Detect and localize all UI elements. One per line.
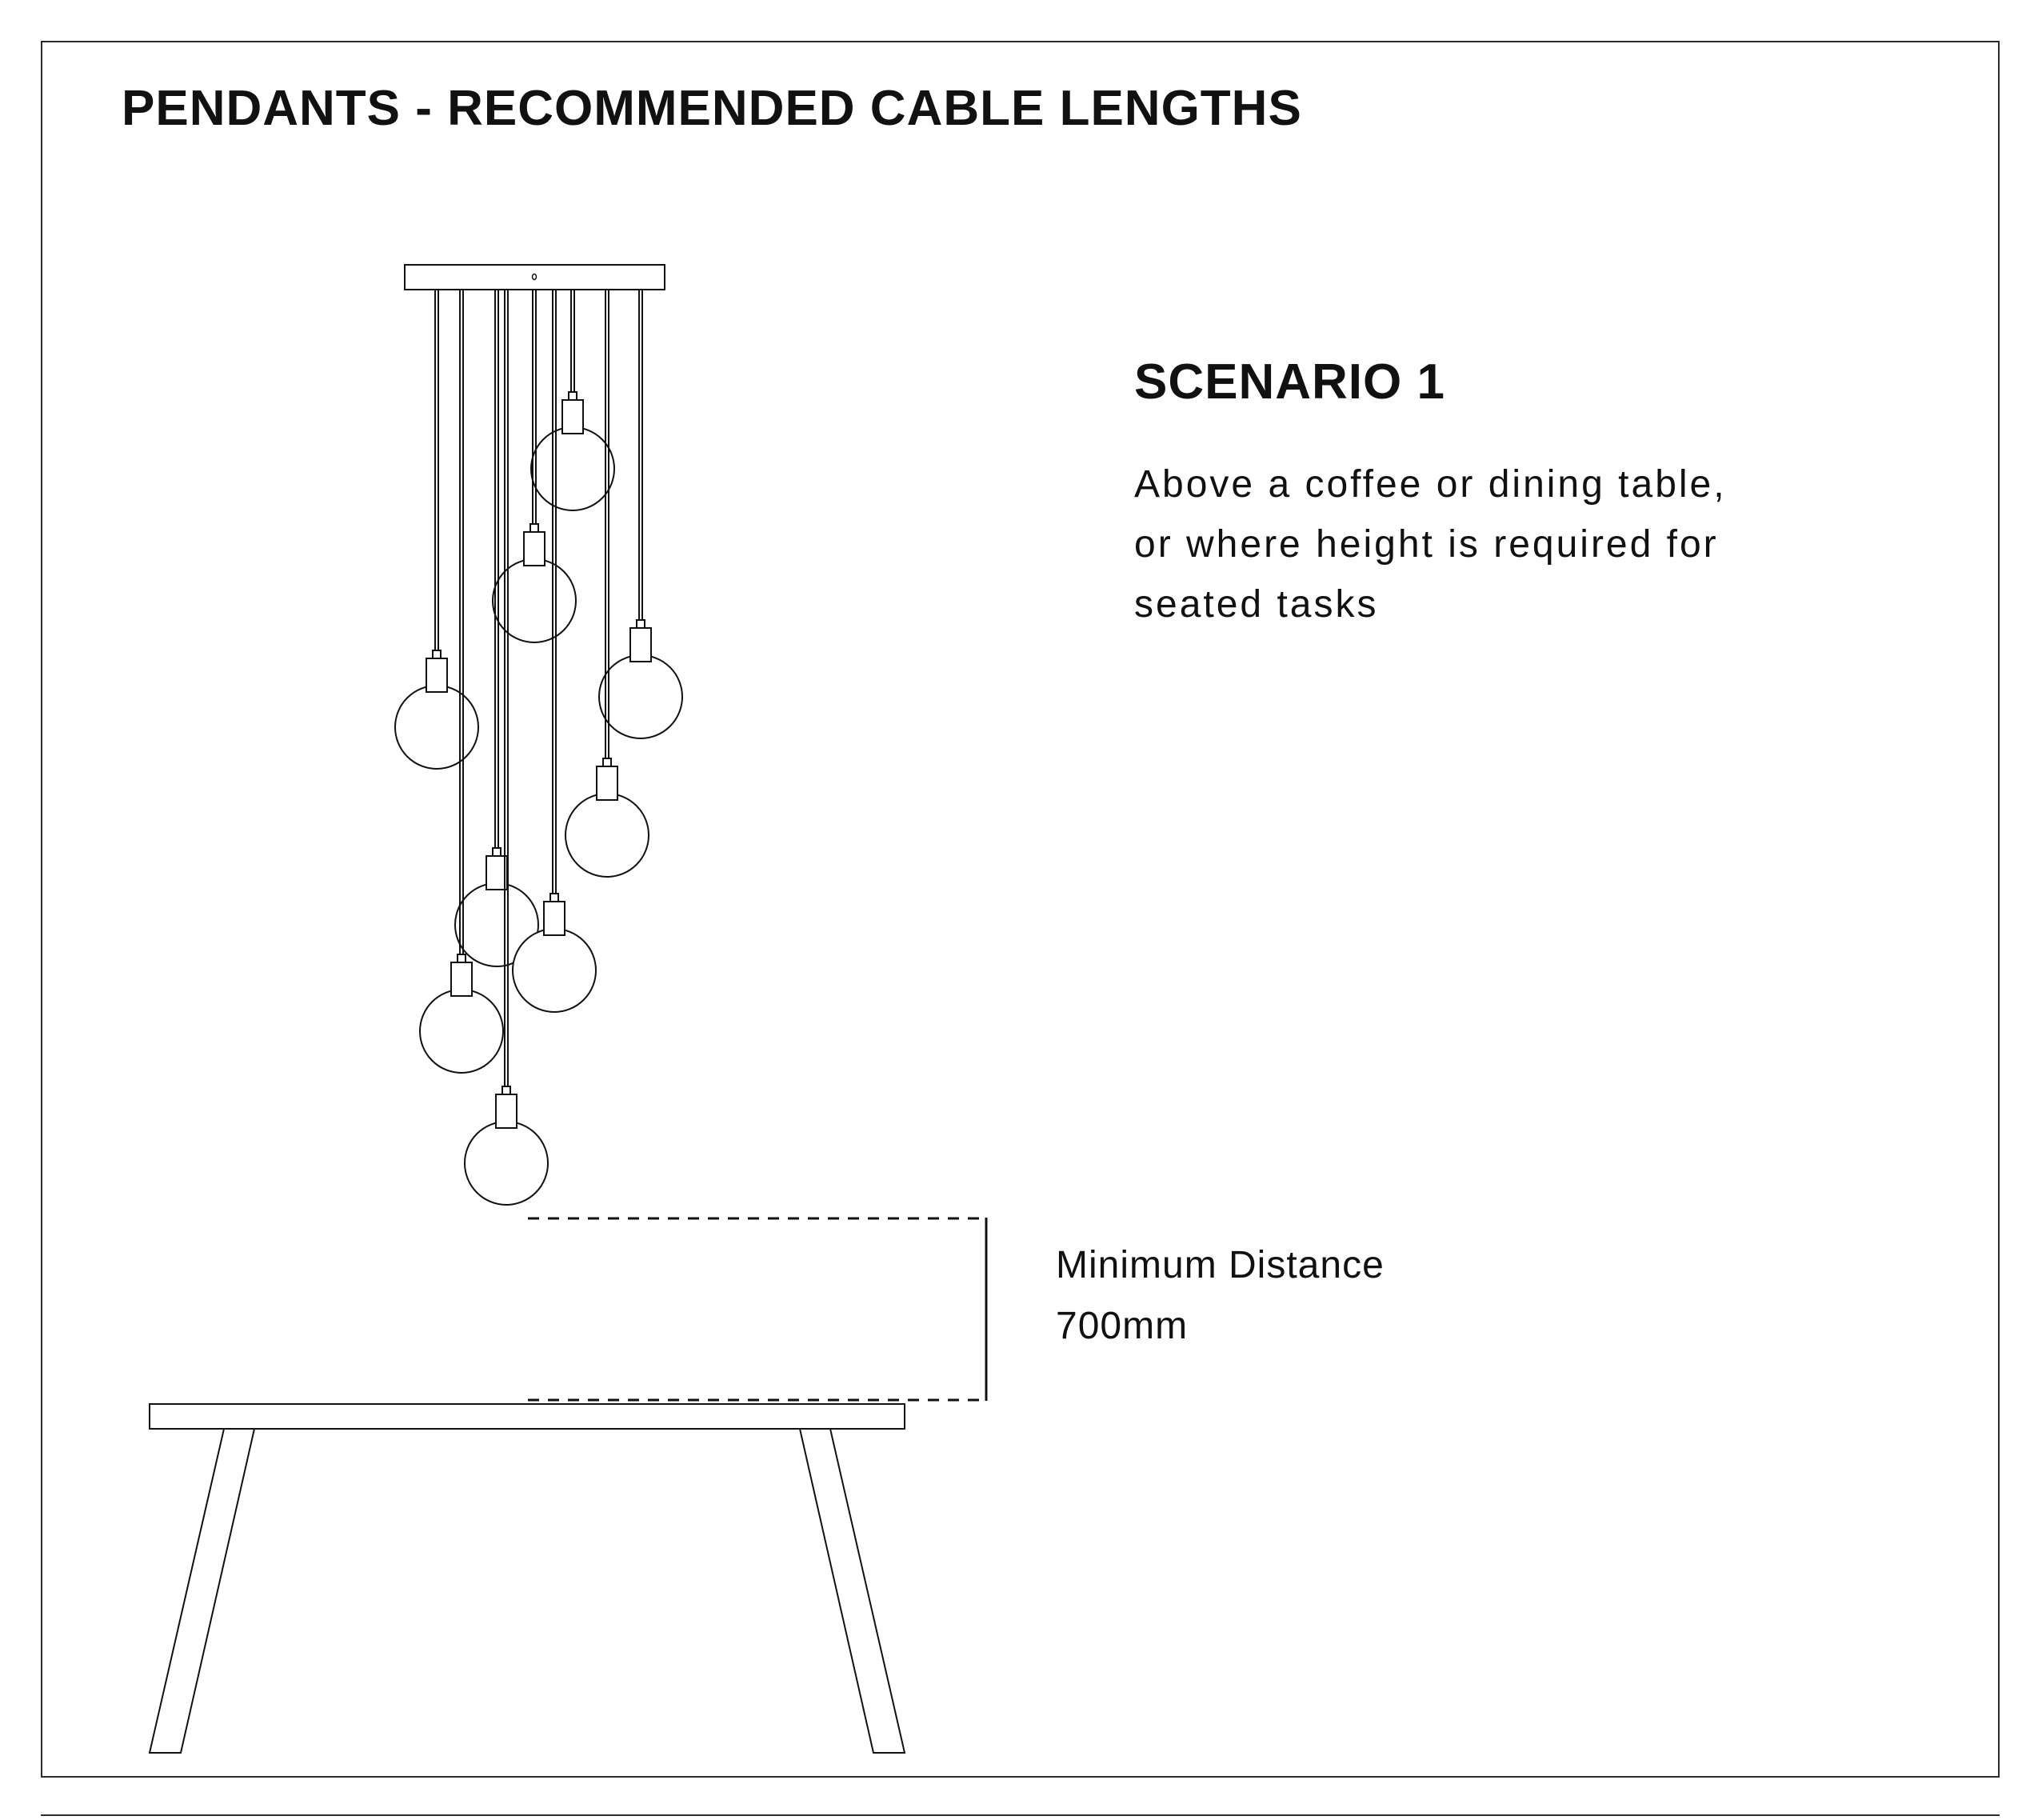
- cord-grip: [502, 1086, 511, 1095]
- scenario-description-line: Above a coffee or dining table,: [1134, 463, 1727, 506]
- bulb-socket-front: [450, 962, 473, 997]
- scenario-title: SCENARIO 1: [1134, 354, 1445, 410]
- globe-bulb: [530, 426, 615, 511]
- cord-grip: [568, 391, 577, 401]
- globe-bulb: [565, 793, 649, 878]
- pendant: [394, 290, 479, 770]
- bulb-socket-front: [426, 658, 448, 693]
- cord-grip: [529, 523, 539, 533]
- globe-bulb: [419, 989, 504, 1074]
- table-leg-right: [798, 1428, 906, 1754]
- ceiling-canopy: [404, 264, 665, 290]
- minimum-distance-callout: Minimum Distance 700mm: [1056, 1235, 1385, 1357]
- pendant: [512, 290, 597, 1013]
- table-top: [149, 1403, 905, 1430]
- scenario-description: Above a coffee or dining table, or where…: [1134, 454, 1854, 634]
- bulb-socket-front: [543, 901, 565, 936]
- globe-bulb: [464, 1121, 549, 1206]
- pendant: [464, 290, 549, 1206]
- table-leg-left: [148, 1428, 256, 1754]
- cord-grip: [492, 847, 502, 857]
- pendant: [454, 290, 539, 967]
- globe-bulb: [512, 928, 597, 1013]
- bulb-socket-front: [523, 531, 545, 566]
- pendant: [565, 290, 649, 878]
- scenario-description-line: or where height is required for: [1134, 523, 1719, 566]
- cord-grip: [636, 619, 645, 629]
- cord-grip: [602, 758, 612, 767]
- dimension-bracket: [528, 1217, 988, 1402]
- table: [148, 1403, 906, 1754]
- cord-grip: [432, 650, 442, 659]
- diagram-frame: [41, 41, 2000, 1778]
- bulb-socket-front: [596, 766, 618, 801]
- canopy-screw: [531, 273, 537, 281]
- bulb-socket-front: [629, 627, 652, 662]
- pendant: [419, 290, 504, 1074]
- minimum-distance-label: Minimum Distance: [1056, 1244, 1385, 1286]
- scenario-description-line: seated tasks: [1134, 583, 1379, 626]
- bulb-socket-front: [495, 1094, 517, 1129]
- cord-grip: [549, 893, 559, 902]
- minimum-distance-value: 700mm: [1056, 1305, 1189, 1347]
- cord-grip: [457, 954, 466, 963]
- page-title: PENDANTS - RECOMMENDED CABLE LENGTHS: [122, 81, 1302, 136]
- globe-bulb: [598, 654, 683, 739]
- pendant: [598, 290, 683, 739]
- bottom-divider: [41, 1814, 2000, 1816]
- bulb-socket-front: [561, 399, 584, 434]
- pendant: [530, 290, 615, 511]
- globe-bulb: [394, 685, 479, 770]
